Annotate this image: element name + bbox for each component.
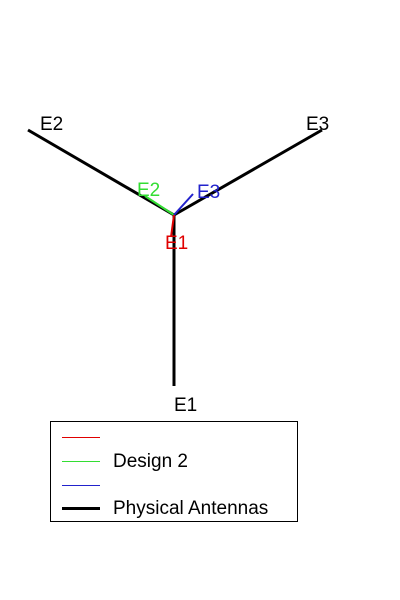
legend-label-design-2: Design 2 xyxy=(113,451,188,472)
legend-label-physical-antennas: Physical Antennas xyxy=(113,498,269,519)
design-arrow-e2-label: E2 xyxy=(137,180,160,201)
design-arrows: E2 E3 E1 xyxy=(137,180,220,254)
physical-antennas: E1 E2 E3 xyxy=(27,114,329,416)
legend-item-physical-antennas: Physical Antennas xyxy=(51,497,297,521)
design-arrow-e2-line xyxy=(144,195,175,216)
design-arrow-e3-line xyxy=(173,193,194,216)
legend-swatch-blue xyxy=(62,485,100,486)
legend-swatch-red xyxy=(62,437,100,438)
physical-antenna-e2-label: E2 xyxy=(40,114,63,135)
legend-item-design-2: Design 2 xyxy=(51,450,297,474)
physical-antenna-e2-line xyxy=(27,128,175,217)
legend-swatch-physical xyxy=(62,507,100,510)
physical-antenna-e3-label: E3 xyxy=(306,114,329,135)
legend-item-blue xyxy=(51,474,297,498)
legend: Design 2 Physical Antennas xyxy=(50,421,298,522)
legend-swatch-green xyxy=(62,461,100,462)
physical-antenna-e1-label: E1 xyxy=(174,395,197,416)
design-arrow-e1-label: E1 xyxy=(165,233,188,254)
physical-antenna-e3-line xyxy=(173,128,323,217)
legend-item-red xyxy=(51,426,297,450)
design-arrow-e3-label: E3 xyxy=(197,182,220,203)
design-arrow-e1-line xyxy=(170,214,175,238)
